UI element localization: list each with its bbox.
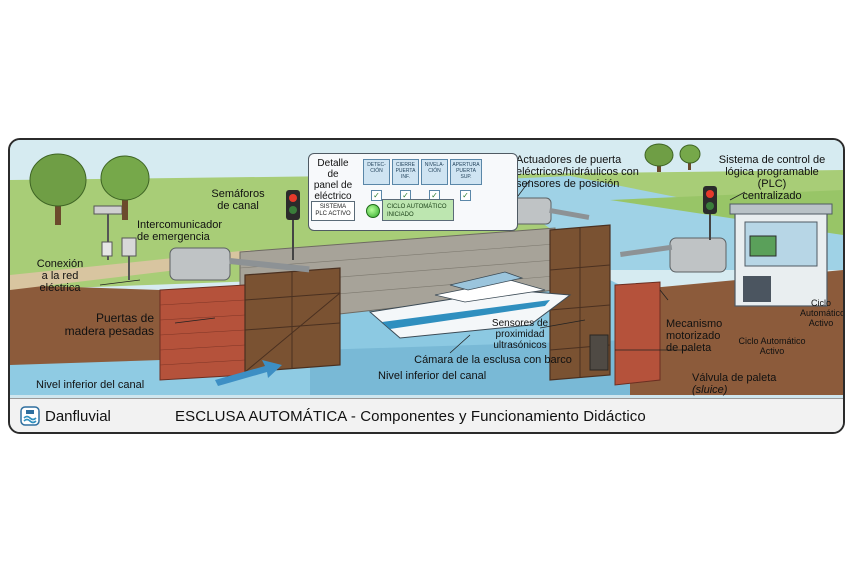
panel-step-apertura: APERTURA PUERTA SUP. (450, 159, 482, 185)
sistema-plc-activo: SISTEMA PLC ACTIVO (311, 201, 355, 221)
brand-name: Danfluvial (45, 407, 111, 425)
lock-illustration (10, 140, 843, 395)
control-panel-detail: Detalle de panel de eléctrico DETEC- CIÓ… (308, 153, 518, 231)
label-semaforos: Semáforos de canal (211, 188, 265, 212)
label-ciclo-activo-1: Ciclo Automático Activo (800, 298, 845, 328)
label-red-electrica: Conexión a la red eléctrica (36, 258, 84, 294)
sluice-valve (589, 334, 609, 371)
label-nivel-inferior-1: Nivel inferior del canal (36, 379, 145, 391)
label-camara: Cámara de la esclusa con barco (414, 354, 572, 366)
label-nivel-inferior-2: Nivel inferior del canal (378, 370, 487, 382)
label-valvula-text: Válvula de paleta (692, 372, 777, 384)
label-plc: Sistema de control de lógica programable… (718, 154, 826, 202)
panel-step-nivelacion: NIVELA- CIÓN (421, 159, 448, 185)
status-led-icon (366, 204, 380, 218)
check-icon: ✓ (371, 190, 382, 201)
label-intercom: Intercomunicador de emergencia (137, 219, 222, 243)
actuator-housing-top (506, 197, 590, 225)
label-valvula: Válvula de paleta (sluice) (692, 372, 802, 396)
label-ciclo-activo-2: Ciclo Automático Activo (738, 336, 806, 356)
actuator-housing-left (169, 247, 310, 281)
flow-arrow (215, 360, 282, 386)
plc-cabinet-icon (729, 203, 833, 307)
brand: Danfluvial (20, 406, 111, 426)
label-mecanismo: Mecanismo motorizado de paleta (666, 318, 723, 354)
footer-bar: Danfluvial ESCLUSA AUTOMÁTICA - Componen… (10, 398, 843, 432)
boat-icon (368, 271, 572, 339)
label-valvula-italic: (sluice) (692, 384, 728, 396)
tree-icon (29, 153, 87, 225)
leader-lines (99, 179, 746, 354)
ciclo-automatico-iniciado: CICLO AUTOMÁTICO INICIADO (382, 199, 454, 221)
label-puertas: Puertas de madera pesadas (64, 311, 154, 338)
label-sensores: Sensores de proximidad ultrasónicos (491, 318, 549, 351)
check-icon: ✓ (460, 190, 471, 201)
panel-step-cierre: CIERRE PUERTA INF. (392, 159, 419, 185)
actuator-housing-right (619, 237, 727, 273)
tree-icon (679, 144, 701, 170)
footer-title: ESCLUSA AUTOMÁTICA - Componentes y Funci… (175, 408, 646, 425)
panel-step-deteccion: DETEC- CIÓN (363, 159, 390, 185)
logo-icon (20, 406, 40, 426)
traffic-light-icon (703, 186, 717, 240)
tree-icon (100, 155, 150, 220)
intercom-icon (93, 205, 137, 280)
label-actuadores: Actuadores de puerta eléctricos/hidráuli… (516, 154, 639, 190)
traffic-light-icon (286, 190, 300, 260)
panel-title: Detalle de panel de eléctrico (313, 158, 353, 202)
illustration-frame: Semáforos de canal Intercomunicador de e… (8, 138, 845, 434)
brick-wall-right (614, 281, 661, 386)
tree-icon (644, 143, 674, 172)
